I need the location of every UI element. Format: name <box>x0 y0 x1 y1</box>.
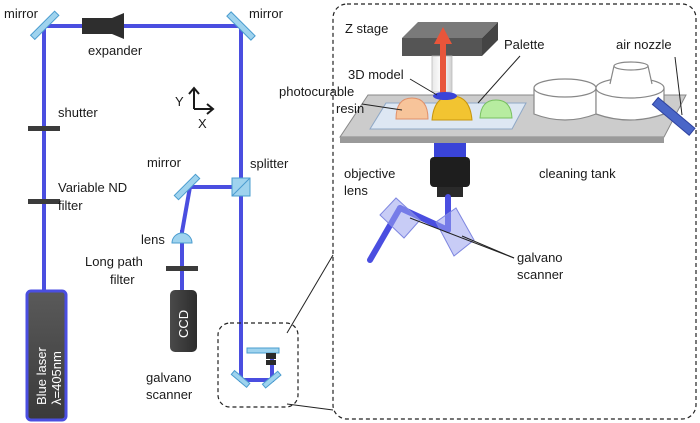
cleaning-tank <box>533 61 665 121</box>
z-direction-arrow <box>434 27 452 104</box>
axis-x-label: X <box>198 116 207 131</box>
galvano-small-scanner <box>230 347 282 389</box>
lens-label: lens <box>141 232 165 247</box>
axis-indicator <box>188 86 215 115</box>
laser-label-1: Blue laser <box>34 347 49 405</box>
z-stage-label: Z stage <box>345 21 388 36</box>
expander-label: expander <box>88 43 143 58</box>
zoom-connector-bottom <box>286 403 334 411</box>
air-nozzle-leader <box>674 56 683 116</box>
air-nozzle <box>651 96 696 136</box>
mirror-top-left-label: mirror <box>4 6 39 21</box>
resin-drop-orange <box>395 97 429 120</box>
objective-lens <box>430 143 470 197</box>
beam-splitter <box>231 177 251 197</box>
3d-model-label: 3D model <box>348 67 404 82</box>
long-path-filter-label-2: filter <box>110 272 135 287</box>
palette-label: Palette <box>504 37 544 52</box>
expander <box>82 13 124 39</box>
laser-label-2: λ=405nm <box>49 351 64 405</box>
air-nozzle-label: air nozzle <box>616 37 672 52</box>
blue-laser <box>25 289 68 422</box>
galvano-detail-label-1: galvano <box>517 250 563 265</box>
shutter <box>28 126 60 131</box>
resin-label-1: photocurable <box>279 84 354 99</box>
galvano-detail-label-2: scanner <box>517 267 564 282</box>
mirror-mid-label: mirror <box>147 155 182 170</box>
mirror-top-right-label: mirror <box>249 6 284 21</box>
cleaning-tank-label: cleaning tank <box>539 166 616 181</box>
galvano-mirror-1 <box>379 197 421 239</box>
galvano-mirror-2 <box>435 207 475 257</box>
long-path-filter <box>166 266 198 271</box>
galvano-small-label-2: scanner <box>146 387 193 402</box>
3d-model-blue <box>433 92 457 100</box>
palette-leader <box>477 55 521 104</box>
resin-label-2: resin <box>336 101 364 116</box>
mirror-top-right <box>226 11 256 41</box>
galvano-small-box <box>217 322 299 408</box>
z-stage <box>402 22 498 93</box>
axis-y-label: Y <box>175 94 184 109</box>
nd-filter-label-1: Variable ND <box>58 180 127 195</box>
resin-drop-green <box>479 99 513 119</box>
splitter-label: splitter <box>250 156 289 171</box>
detail-view-box <box>332 3 697 420</box>
nd-filter-label-2: filter <box>58 198 83 213</box>
long-path-filter-label-1: Long path <box>85 254 143 269</box>
galvano-small-label-1: galvano <box>146 370 192 385</box>
objective-label-1: objective <box>344 166 395 181</box>
shutter-label: shutter <box>58 105 98 120</box>
galvano-leader-1 <box>409 217 515 259</box>
ccd-label: CCD <box>176 310 191 338</box>
galvano-leader-2 <box>461 235 515 259</box>
3d-model-leader <box>409 78 438 96</box>
resin-leader <box>361 103 403 111</box>
ccd-camera <box>170 290 197 352</box>
mirror-mid <box>173 173 201 201</box>
mirror-top-left <box>29 10 60 41</box>
nd-filter <box>28 199 60 204</box>
objective-label-2: lens <box>344 183 368 198</box>
lens <box>171 232 193 244</box>
zoom-connector-top <box>286 254 334 334</box>
